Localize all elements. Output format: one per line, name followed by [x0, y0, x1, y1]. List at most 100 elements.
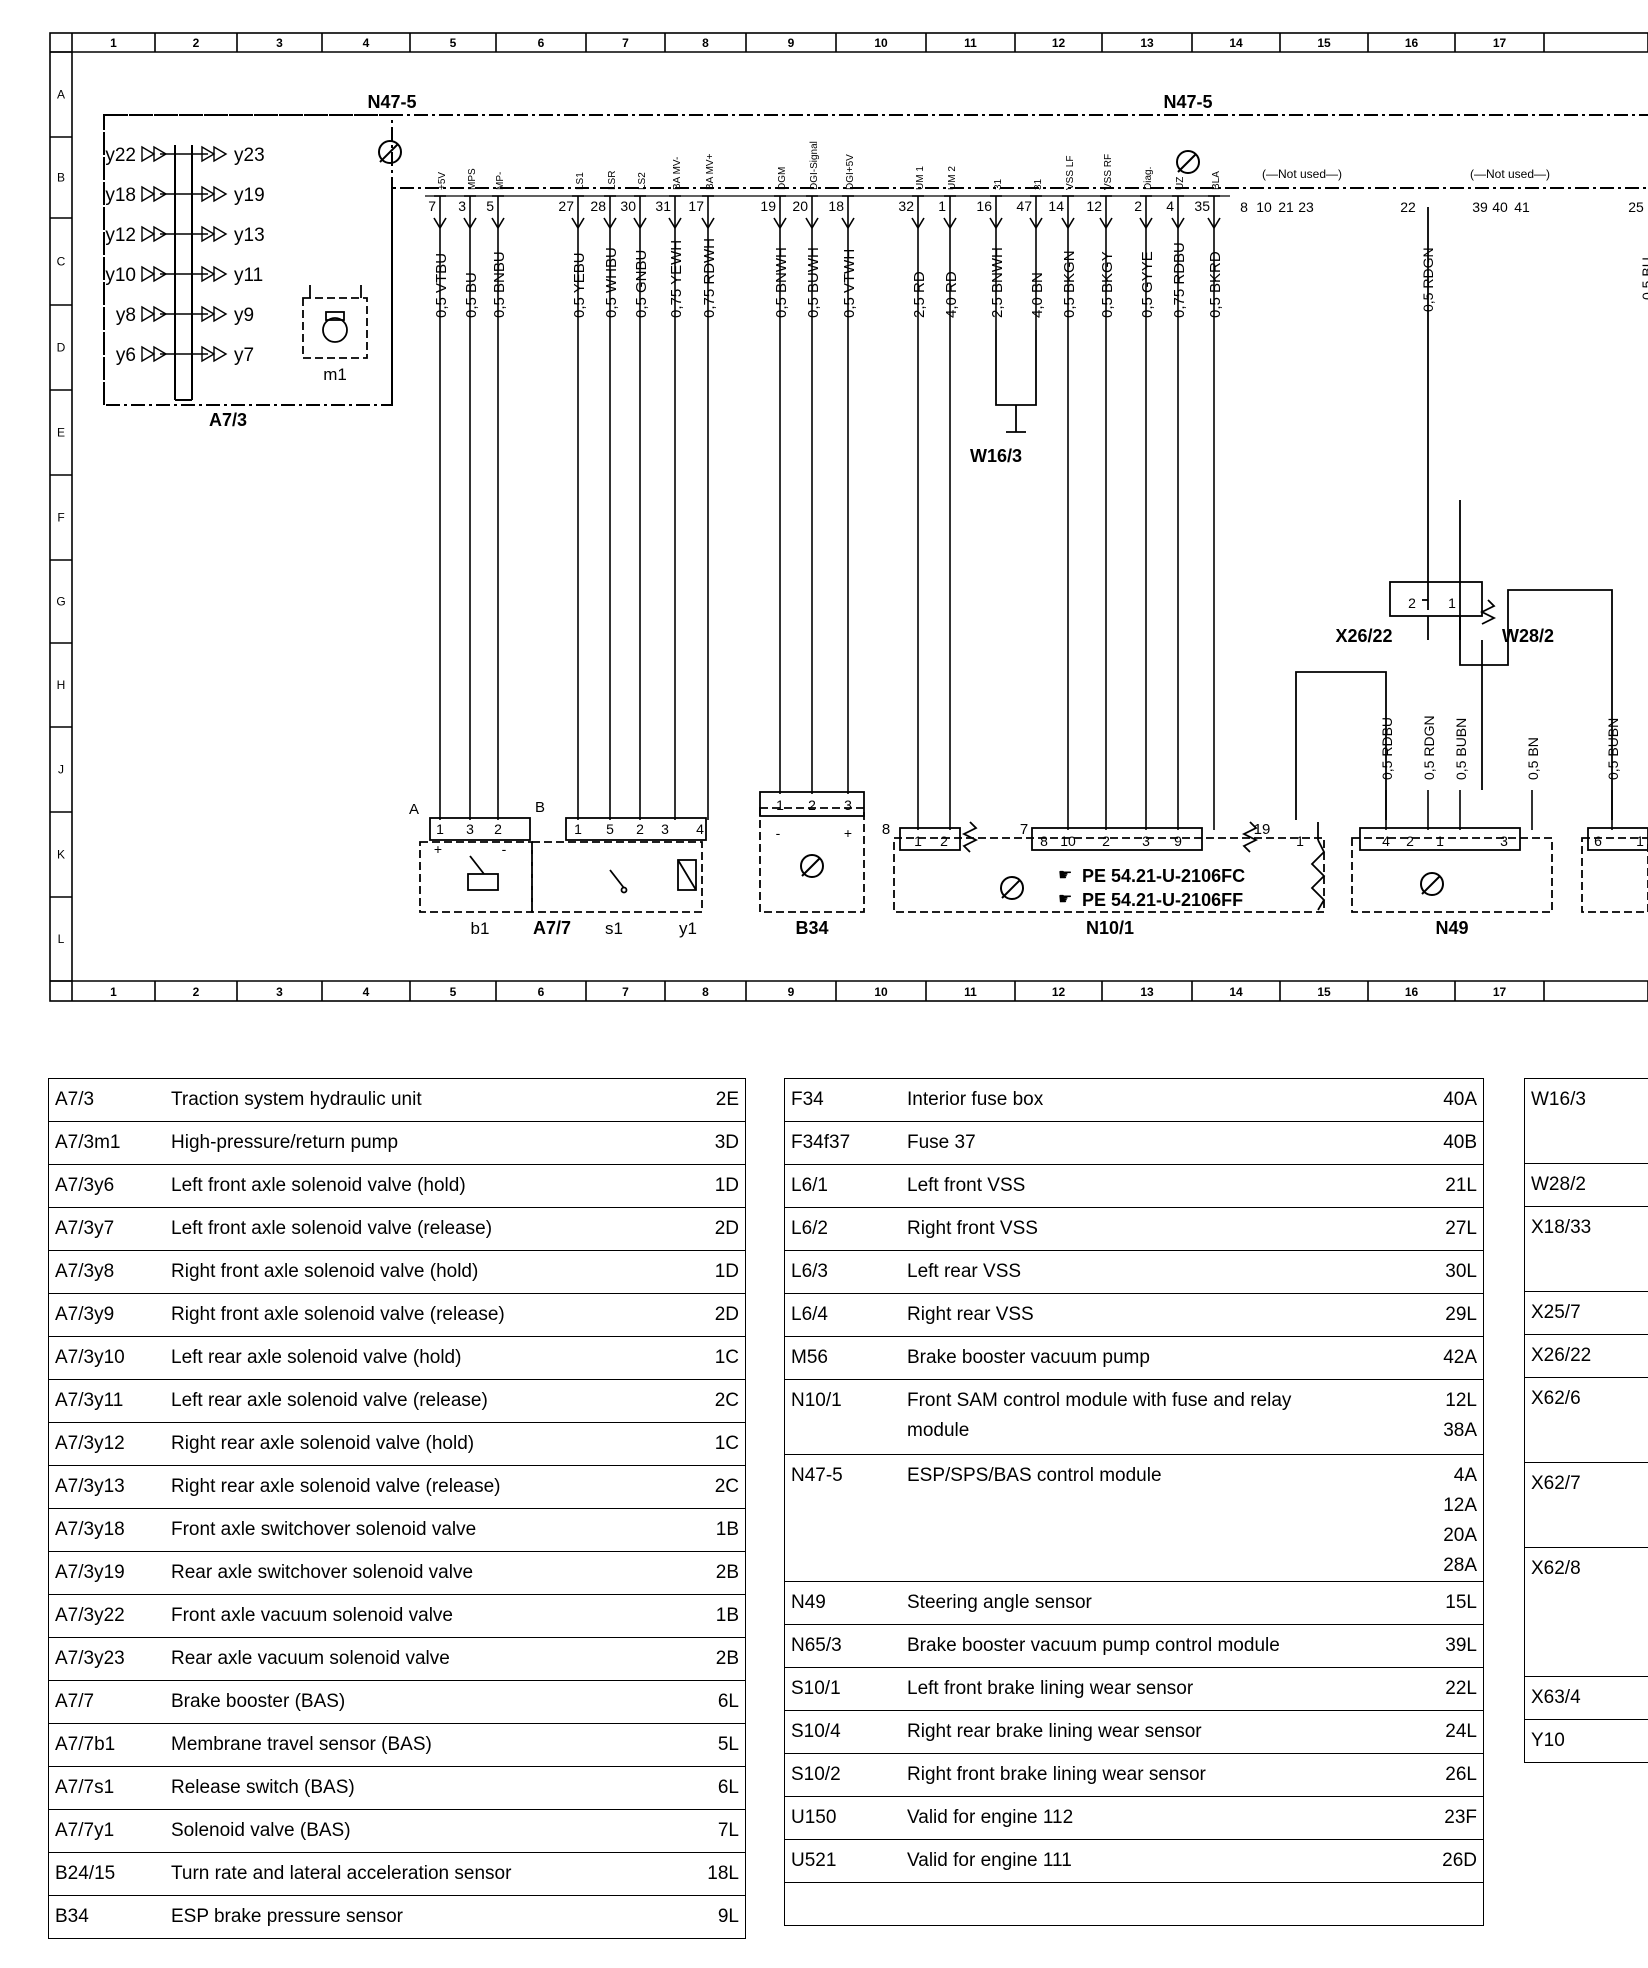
legend-grid-ref: 40A	[1421, 1078, 1484, 1122]
b34-label: B34	[795, 918, 828, 938]
legend-row: X62/6	[1524, 1377, 1648, 1463]
pin-number: 8	[1040, 833, 1048, 849]
row-label: H	[57, 678, 66, 692]
pin-number: 2	[940, 833, 948, 849]
legend-description: Left front axle solenoid valve (release)	[165, 1207, 681, 1251]
legend-code: B34	[48, 1895, 165, 1939]
pin-number: 2	[494, 821, 502, 837]
pin-number: 1	[1436, 833, 1444, 849]
n49-label: N49	[1435, 918, 1468, 938]
conn-b-label: B	[535, 799, 545, 816]
legend-description: Steering angle sensor	[901, 1581, 1422, 1625]
s1-label: s1	[605, 919, 623, 938]
legend-grid-ref: 6L	[680, 1766, 746, 1810]
pin-number: 6	[1594, 833, 1602, 849]
legend-grid-ref: 22L	[1421, 1667, 1484, 1711]
legend-grid-ref: 38A	[1443, 1420, 1477, 1441]
legend-code: X18/33	[1524, 1206, 1648, 1292]
wire-label: 0,75 RDBU	[1171, 242, 1188, 318]
legend-code: Y10	[1524, 1719, 1648, 1763]
wire-label: 0,5 YEBU	[571, 252, 588, 318]
pin-number: 3	[661, 821, 669, 837]
pin-number: 2	[1406, 833, 1414, 849]
legend-grid-ref: 2B	[680, 1551, 746, 1595]
legend-description: Valid for engine 111	[901, 1839, 1422, 1883]
signal-label: BA MV-	[672, 157, 683, 190]
legend-grid-ref: 2D	[680, 1293, 746, 1337]
legend-grid-ref: 1C	[680, 1422, 746, 1466]
w28-2-label: W28/2	[1502, 626, 1554, 646]
wire-label: 0,5 VTBU	[433, 253, 450, 318]
column-label: 3	[276, 36, 283, 50]
wire-label: 0,75 RDWH	[701, 238, 718, 318]
legend-grid-ref: 29L	[1421, 1293, 1484, 1337]
x26-22-label: X26/22	[1335, 626, 1392, 646]
signal-label: UZ	[1175, 177, 1186, 190]
valve-icon	[201, 305, 228, 323]
pin-number: 2	[636, 821, 644, 837]
signal-label: BA MV+	[705, 153, 716, 190]
polarity-plus: +	[434, 841, 442, 857]
legend-description: Right front axle solenoid valve (release…	[165, 1293, 681, 1337]
legend-row: W28/2	[1524, 1163, 1648, 1207]
pin-number: 3	[1142, 833, 1150, 849]
row-label: E	[57, 426, 65, 440]
legend-description	[901, 1882, 1422, 1926]
legend-grid-ref: 23F	[1421, 1796, 1484, 1840]
column-label: 15	[1317, 36, 1331, 50]
polarity-minus-b34: -	[776, 825, 781, 841]
legend-code: L6/2	[784, 1207, 901, 1251]
legend-description: Brake booster vacuum pump control module	[901, 1624, 1422, 1668]
legend-grid-ref: 7L	[680, 1809, 746, 1853]
legend-description: Left front brake lining wear sensor	[901, 1667, 1422, 1711]
pin-number: 32	[898, 198, 914, 214]
legend-description: Solenoid valve (BAS)	[165, 1809, 681, 1853]
legend-description: module	[907, 1420, 970, 1441]
legend-grid-ref: 2B	[680, 1637, 746, 1681]
legend-description: Front SAM control module with fuse and r…	[901, 1379, 1422, 1455]
valve-label-right: y9	[234, 305, 254, 326]
pin-number: 40	[1492, 199, 1508, 215]
valve-icon	[141, 225, 168, 243]
legend-description: Left rear axle solenoid valve (hold)	[165, 1336, 681, 1380]
legend-code: A7/3y12	[48, 1422, 165, 1466]
b1-label: b1	[471, 919, 490, 938]
column-label: 9	[788, 36, 795, 50]
valve-label-right: y19	[234, 185, 265, 206]
legend-code: U521	[784, 1839, 901, 1883]
pin-number: 47	[1016, 198, 1032, 214]
valve-label-left: y12	[105, 225, 136, 246]
column-label: 12	[1052, 36, 1066, 50]
column-label: 8	[702, 36, 709, 50]
column-label: 10	[874, 985, 888, 999]
legend-code: N65/3	[784, 1624, 901, 1668]
legend-description: Left front VSS	[901, 1164, 1422, 1208]
legend-code: X25/7	[1524, 1291, 1648, 1335]
legend-grid-ref: 1B	[680, 1594, 746, 1638]
pin-number: 5	[486, 198, 494, 214]
pin-number: 28	[590, 198, 606, 214]
legend-code: A7/3y6	[48, 1164, 165, 1208]
valve-icon	[201, 345, 228, 363]
pump-m1-icon	[302, 285, 368, 359]
valve-label-left: y22	[105, 145, 136, 166]
legend-grid-ref: 15L	[1421, 1581, 1484, 1625]
legend-code: F34	[784, 1078, 901, 1122]
column-label: 15	[1317, 985, 1331, 999]
